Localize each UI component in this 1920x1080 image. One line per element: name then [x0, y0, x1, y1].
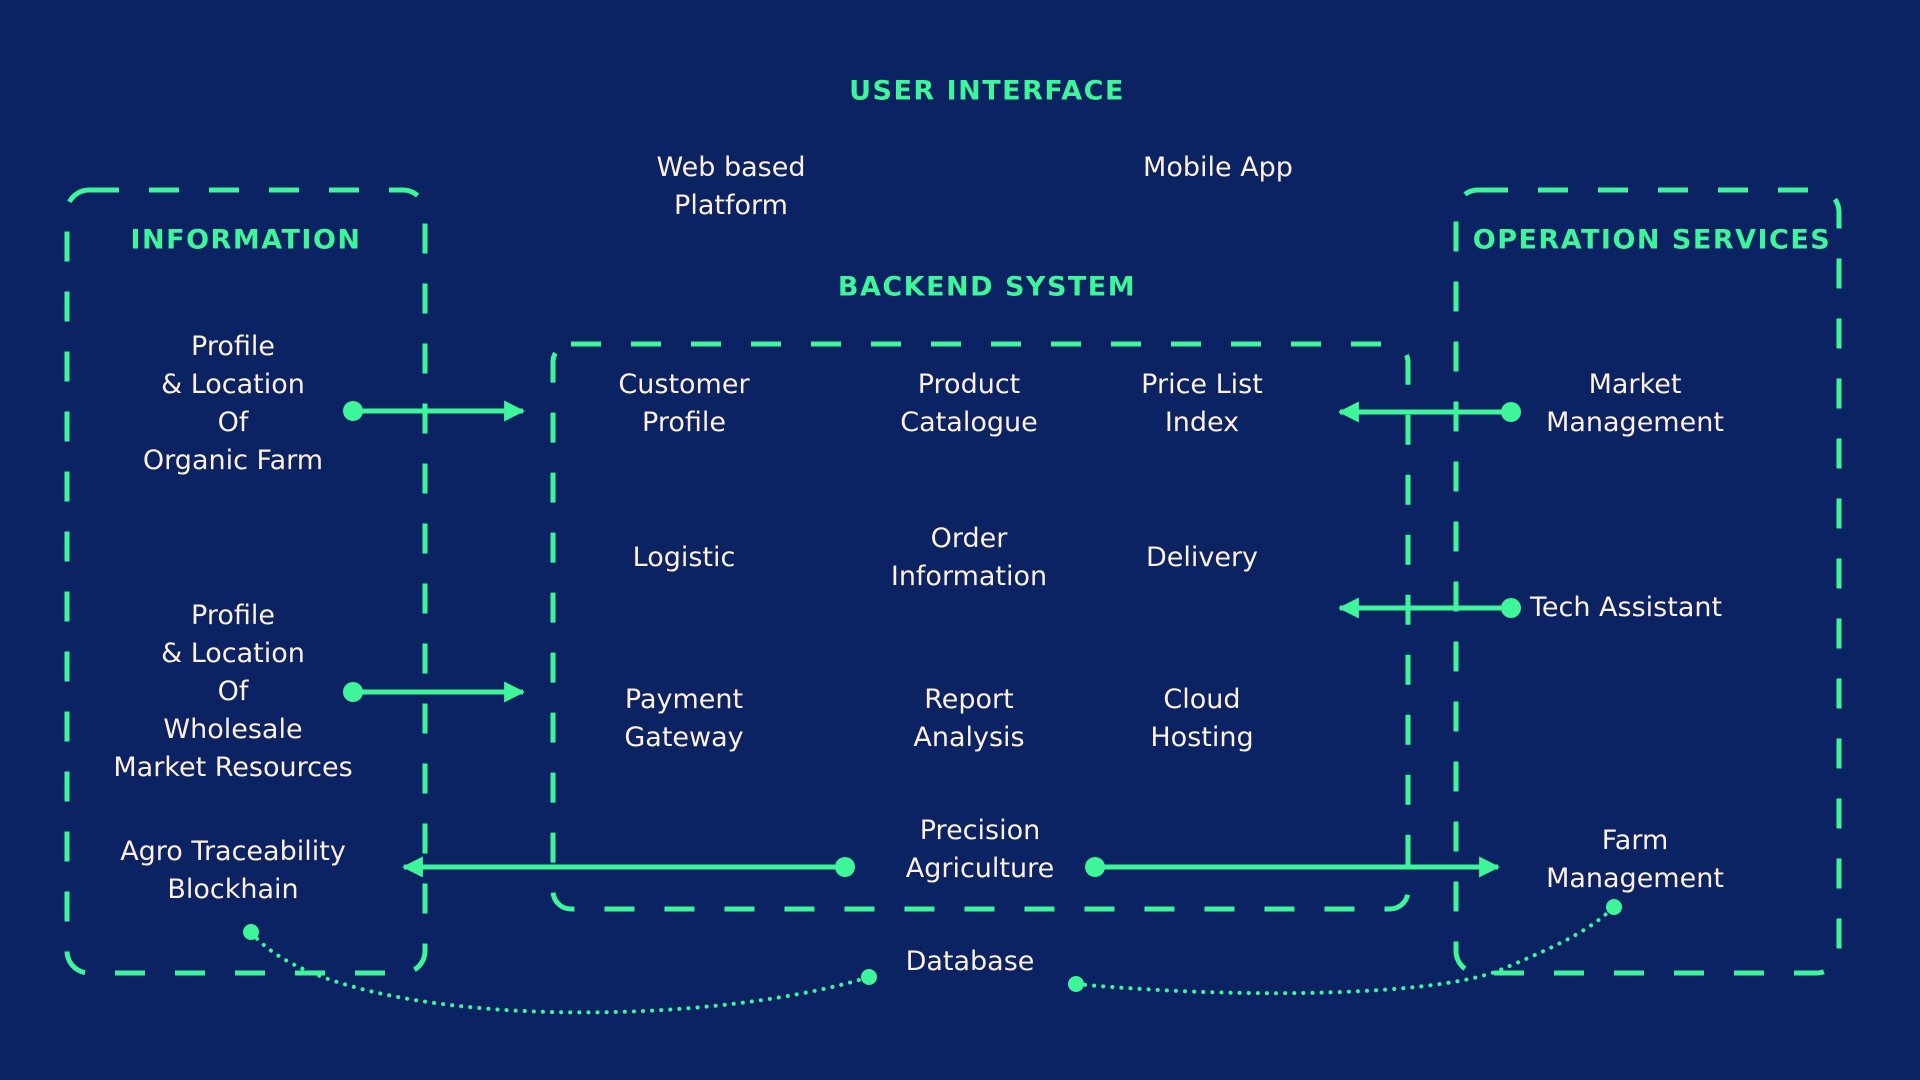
connector-precision-to-blockchain: [401, 856, 855, 878]
node-tech-assistant: Tech Assistant: [1530, 592, 1723, 623]
information-group-box: [64, 187, 428, 976]
node-agro-traceability-blockchain: Agro Traceability Blockhain: [120, 836, 346, 905]
operation-services-group-box: [1453, 187, 1842, 976]
node-web-platform: Web based Platform: [656, 152, 806, 221]
node-logistic: Logistic: [632, 542, 736, 573]
node-organic-farm: Profile & Location Of Organic Farm: [142, 331, 324, 476]
information-heading: INFORMATION: [130, 224, 362, 256]
node-report-analysis: Report Analysis: [913, 684, 1025, 753]
node-order-information: Order Information: [890, 523, 1048, 592]
connector-precision-to-farm-management: [1085, 856, 1501, 878]
node-wholesale-market: Profile & Location Of Wholesale Market R…: [113, 600, 353, 783]
node-payment-gateway: Payment Gateway: [624, 684, 744, 753]
connector-market-management-to-backend: [1337, 401, 1521, 423]
connector-tech-assistant-to-backend: [1337, 597, 1521, 619]
node-mobile-app: Mobile App: [1143, 152, 1293, 183]
node-precision-agriculture: Precision Agriculture: [905, 815, 1055, 884]
connector-wholesale-to-backend: [343, 681, 526, 703]
node-cloud-hosting: Cloud Hosting: [1150, 684, 1254, 753]
operation-services-heading: OPERATION SERVICES: [1472, 224, 1832, 256]
dotted-connector-database-to-farm: [1068, 899, 1622, 996]
node-product-catalogue: Product Catalogue: [900, 369, 1038, 438]
dotted-connector-blockchain-to-database: [243, 924, 877, 1015]
node-delivery: Delivery: [1145, 542, 1259, 573]
user-interface-heading: USER INTERFACE: [849, 75, 1125, 107]
node-customer-profile: Customer Profile: [618, 369, 750, 438]
backend-system-heading: BACKEND SYSTEM: [837, 271, 1137, 303]
node-database: Database: [905, 946, 1035, 977]
node-market-management: Market Management: [1546, 369, 1724, 438]
node-farm-management: Farm Management: [1546, 825, 1724, 894]
node-price-list-index: Price List Index: [1141, 369, 1263, 438]
connector-organic-farm-to-backend: [343, 400, 526, 422]
backend-system-group-box: [550, 341, 1411, 912]
